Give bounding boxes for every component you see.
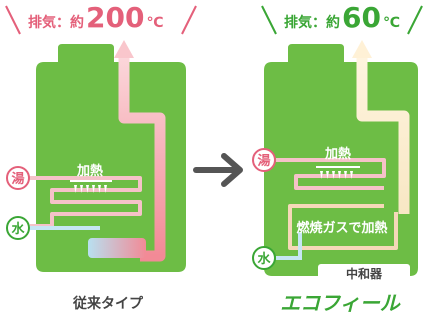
right-cold-inlet: [276, 232, 302, 260]
left-heating-label: 加熱: [76, 163, 103, 179]
left-exhaust-label: 排気：約200℃: [28, 1, 163, 34]
right-flame-icons: [320, 171, 353, 179]
left-exhaust-slash-left: [5, 5, 21, 35]
right-neutralizer-label: 中和器: [346, 266, 383, 281]
left-hot-water-badge: [6, 166, 30, 190]
left-water-coil: [22, 176, 142, 228]
right-lower-coil: [288, 204, 398, 250]
left-hot-water-label: 湯: [11, 171, 24, 187]
left-exhaust-arrow: [114, 40, 134, 58]
right-heating-label: 加熱: [324, 146, 351, 162]
left-exhaust-slash-right: [181, 5, 197, 35]
left-caption: 従来タイプ: [72, 295, 144, 312]
left-water-badge: [6, 216, 30, 240]
right-warm-gas-path: [356, 58, 410, 214]
right-exhaust-slash-left: [261, 5, 277, 35]
right-exhaust-label: 排気：約60℃: [284, 1, 400, 34]
left-unit: 排気：約200℃ 加熱 湯 水 従来タイプ: [5, 1, 197, 312]
right-exhaust-arrow: [352, 40, 372, 58]
left-burner: [88, 238, 146, 258]
right-caption: エコフィール: [280, 291, 401, 315]
transition-arrow: [193, 153, 243, 187]
right-combustion-label: 燃焼ガスで加熱: [296, 220, 387, 236]
right-exhaust-slash-right: [407, 5, 423, 35]
right-neutralizer-box: [318, 264, 410, 282]
right-water-badge: [252, 246, 276, 270]
right-water-label: 水: [257, 251, 271, 267]
left-flame-icons: [74, 185, 107, 193]
right-unit: 排気：約60℃ 加熱 燃焼ガスで加熱 湯 水 中和器 エコフィール: [252, 1, 423, 315]
left-hot-gas-path: [118, 58, 166, 262]
left-water-label: 水: [11, 221, 25, 237]
right-hot-water-badge: [252, 148, 276, 172]
right-hot-water-label: 湯: [257, 153, 270, 169]
